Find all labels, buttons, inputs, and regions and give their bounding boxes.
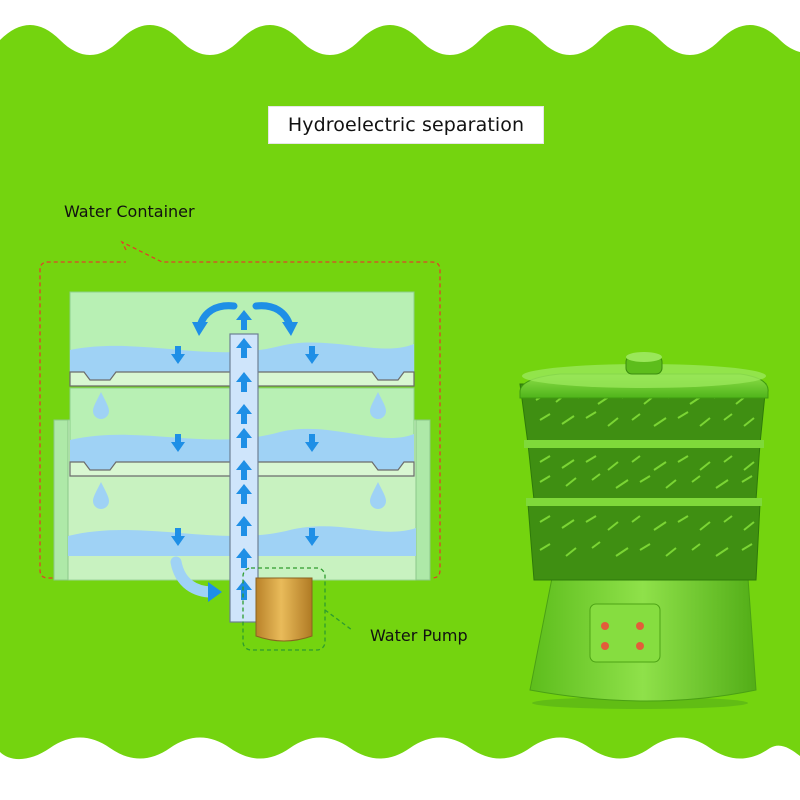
water-container-label: Water Container [64, 202, 195, 221]
water-pump-icon [255, 577, 313, 642]
downward-flow-arrow-icon [171, 346, 319, 546]
sprouter-device-image [519, 352, 769, 709]
spray-arrowhead-icon [192, 322, 298, 336]
return-flow-arrowhead-icon [208, 582, 222, 602]
water-pump-label: Water Pump [370, 626, 468, 645]
pump-leader-line [324, 609, 353, 631]
return-flow-arrow-icon [170, 556, 218, 598]
upward-flow-arrow-icon [236, 310, 252, 600]
page-title: Hydroelectric separation [268, 106, 544, 144]
pump-dashed-outline [242, 567, 326, 651]
basin-wall-right [415, 419, 431, 581]
basin-wall-left [53, 419, 69, 581]
water-drop-icon [93, 392, 386, 509]
water-container-outline [39, 240, 441, 579]
